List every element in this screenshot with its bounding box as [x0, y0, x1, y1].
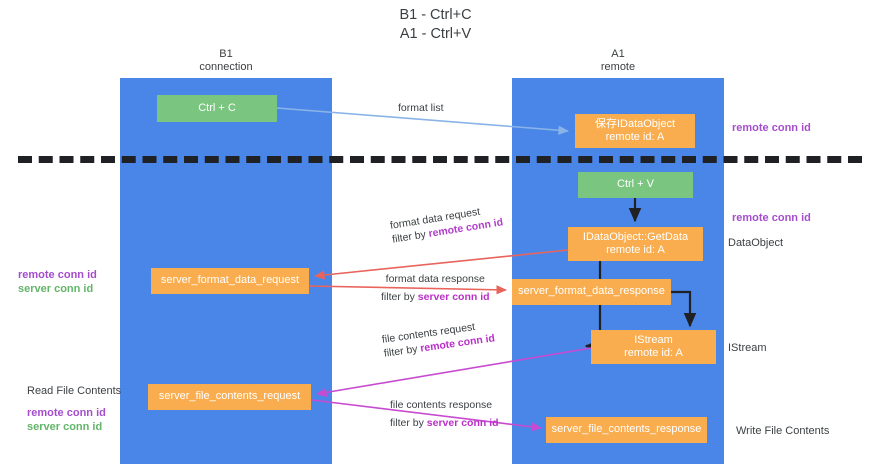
annotation-right-write-file-contents: Write File Contents — [736, 424, 829, 438]
annotation-text: Read File Contents — [27, 385, 122, 397]
node-ctrl-v[interactable]: Ctrl + V — [578, 172, 693, 198]
filter-prefix: filter by — [381, 291, 418, 303]
page-title: B1 - Ctrl+C A1 - Ctrl+V — [0, 6, 871, 44]
annotation-text: IStream — [728, 342, 767, 354]
node-istream[interactable]: IStream remote id: A — [591, 330, 716, 364]
connector-response-to-istream — [671, 290, 697, 328]
node-server-format-data-request-label: server_format_data_request — [160, 274, 300, 287]
node-ctrl-c[interactable]: Ctrl + C — [157, 95, 277, 122]
annotation-right-dataobject: DataObject — [728, 236, 783, 250]
node-idataobject-label: 保存IDataObject — [594, 117, 676, 130]
edge-label-format-list: format list — [398, 101, 444, 115]
annotation-text: server conn id — [27, 421, 103, 433]
node-server-file-contents-request[interactable]: server_file_contents_request — [148, 384, 311, 410]
annotation-text: remote conn id — [732, 212, 811, 224]
connector-format-data-request — [314, 249, 569, 280]
filter-key: server conn id — [417, 291, 490, 303]
edge-label-format-list-text: format list — [398, 102, 444, 114]
annotation-text: Write File Contents — [736, 425, 830, 437]
node-server-format-data-response[interactable]: server_format_data_response — [512, 279, 671, 305]
annotation-right-remote-conn-id-2: remote conn id — [732, 211, 811, 225]
filter-prefix: filter by — [390, 417, 427, 429]
annotation-text: DataObject — [728, 237, 784, 249]
node-server-file-contents-response[interactable]: server_file_contents_response — [546, 417, 707, 443]
node-server-file-contents-request-label: server_file_contents_request — [158, 390, 301, 403]
edge-label-file-contents-response: file contents response filter by server … — [390, 398, 499, 430]
connector-file-contents-response — [311, 399, 542, 432]
node-idataobject-remote-id: remote id: A — [605, 131, 665, 143]
node-idataobject-getdata[interactable]: IDataObject::GetData remote id: A — [568, 227, 703, 261]
lane-b1-sub: connection — [199, 61, 253, 73]
annotation-left-conn-ids: remote conn id server conn id — [18, 268, 97, 296]
connector-format-list — [276, 107, 569, 135]
phase-divider — [18, 156, 862, 163]
node-getdata-remote-id: remote id: A — [606, 244, 665, 256]
edge-label-format-data-response: format data response filter by server co… — [381, 272, 490, 304]
edge-label-format-data-response-filter: filter by server conn id — [381, 290, 490, 304]
annotation-text: remote conn id — [732, 122, 811, 134]
annotation-right-remote-conn-id-1: remote conn id — [732, 121, 811, 135]
edge-label-file-contents-response-text: file contents response — [390, 399, 493, 411]
lane-header-b1: B1 connection — [120, 48, 332, 74]
node-ctrl-c-label: Ctrl + C — [198, 101, 236, 114]
node-idataobject[interactable]: 保存IDataObject remote id: A — [575, 114, 695, 148]
node-ctrl-v-label: Ctrl + V — [617, 178, 654, 191]
connector-format-data-response — [308, 285, 507, 295]
annotation-right-istream: IStream — [728, 341, 767, 355]
node-istream-remote-id: remote id: A — [624, 347, 683, 359]
connector-file-contents-request — [316, 347, 592, 397]
annotation-text: remote conn id — [18, 269, 97, 281]
lane-a1-name: A1 — [611, 48, 625, 60]
title-line-1: B1 - Ctrl+C — [399, 7, 472, 23]
node-server-format-data-response-label: server_format_data_response — [518, 285, 665, 298]
annotation-text: server conn id — [18, 283, 94, 295]
annotation-left-read-file-contents: Read File Contents remote conn id server… — [27, 384, 121, 434]
edge-label-file-contents-response-filter: filter by server conn id — [390, 416, 499, 430]
lane-b1-name: B1 — [219, 48, 233, 60]
lane-a1-sub: remote — [600, 61, 636, 73]
node-server-file-contents-response-label: server_file_contents_response — [551, 423, 702, 436]
node-getdata-label: IDataObject::GetData — [582, 230, 689, 243]
annotation-text: remote conn id — [27, 407, 106, 419]
title-line-2: A1 - Ctrl+V — [399, 26, 472, 42]
node-istream-label: IStream — [634, 333, 673, 346]
filter-key: server conn id — [426, 417, 499, 429]
node-server-format-data-request[interactable]: server_format_data_request — [151, 268, 309, 294]
edge-label-format-data-response-text: format data response — [385, 273, 485, 285]
lane-header-a1: A1 remote — [512, 48, 724, 74]
